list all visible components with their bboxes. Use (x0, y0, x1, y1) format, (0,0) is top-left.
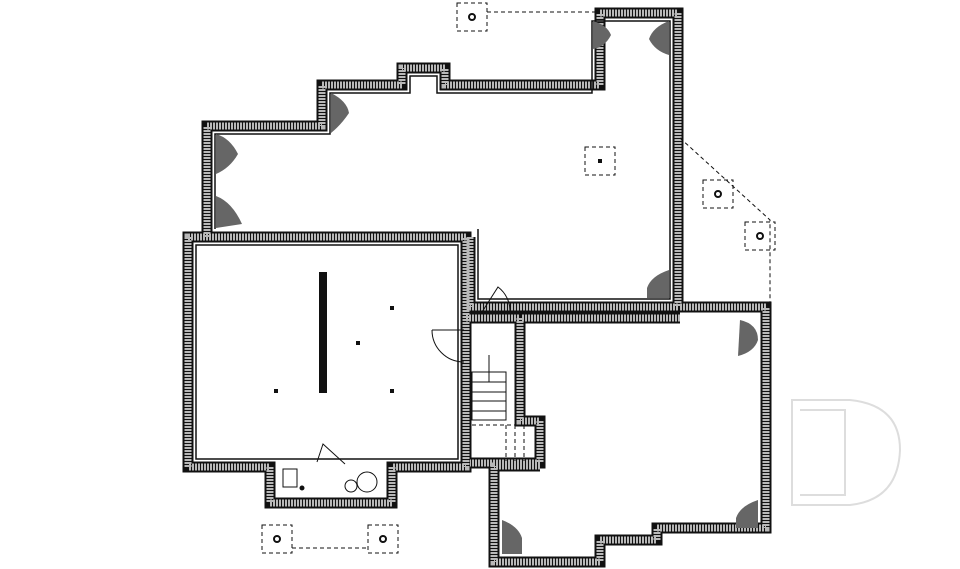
column (756, 232, 764, 240)
door-swing[interactable] (431, 329, 465, 363)
hatch-area (216, 134, 238, 174)
posts (274, 306, 394, 393)
door-swing[interactable] (481, 286, 511, 313)
hatch-area (736, 500, 758, 528)
exterior-walls (182, 7, 772, 568)
footing (584, 146, 616, 176)
door-swing[interactable] (316, 443, 346, 465)
post (390, 306, 394, 310)
mechanical (282, 468, 378, 493)
furnace (282, 468, 298, 488)
stairs (471, 355, 532, 461)
hatch-area (647, 270, 669, 298)
wall-stair-core (466, 312, 546, 469)
watermark-logo (791, 399, 902, 506)
corner-hatches (216, 21, 758, 554)
post (356, 341, 360, 345)
stair-dashed (472, 424, 532, 461)
wall-core (490, 303, 770, 566)
footing (744, 221, 776, 251)
footing-columns (273, 13, 764, 543)
post (390, 389, 394, 393)
wall-core (466, 314, 544, 467)
hatch-area (216, 196, 242, 228)
column (468, 13, 476, 21)
post (274, 389, 278, 393)
column (714, 190, 722, 198)
column (273, 535, 281, 543)
doors[interactable] (316, 286, 511, 465)
column (379, 535, 387, 543)
steel-beam (319, 272, 327, 393)
hatch-area (649, 21, 669, 55)
water-tank (356, 471, 378, 493)
footing (367, 524, 399, 554)
hatch-area (331, 93, 349, 133)
left-room-interior (195, 244, 459, 460)
hatch-area (593, 21, 611, 49)
footing (261, 524, 293, 554)
hatch-area (502, 520, 522, 554)
footings (261, 2, 776, 554)
footing (702, 179, 734, 209)
wall-core (203, 9, 682, 311)
wall-upper-room (201, 7, 684, 313)
water-tank (344, 479, 358, 493)
column (598, 159, 602, 163)
drain (299, 485, 305, 491)
wall-core (184, 233, 470, 507)
interior-lines (195, 20, 671, 460)
footing (456, 2, 488, 32)
deck-outline (292, 11, 771, 549)
upper-room-interior (214, 20, 671, 300)
hatch-area (738, 320, 758, 356)
